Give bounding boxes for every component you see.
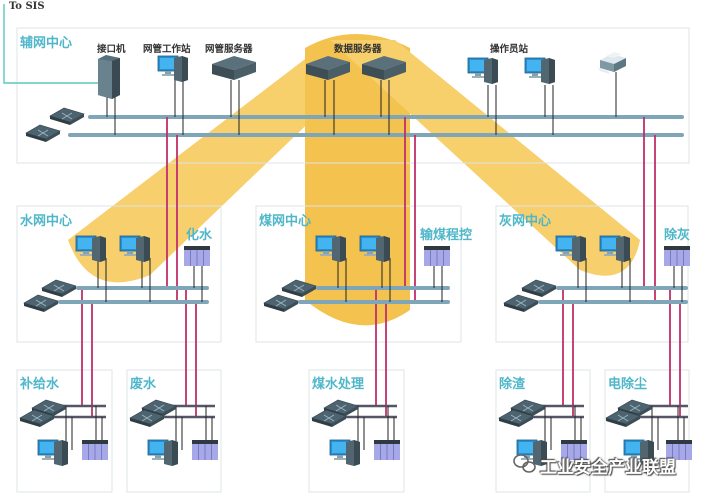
sis-link [3, 4, 98, 84]
ash-network [503, 235, 691, 313]
printer-icon [598, 52, 626, 74]
zone-label-coal: 煤网中心 [259, 214, 312, 229]
water-network [23, 235, 211, 313]
zone-box-makeup-water [16, 369, 113, 493]
waste-water-network [129, 399, 219, 467]
coal-conveyor-plc-icon [423, 245, 451, 267]
core-switch-1 [49, 107, 85, 126]
aux-network [25, 52, 684, 143]
core-switch-2 [25, 124, 61, 143]
watermark-text: 工业安全产业联盟 [540, 458, 676, 478]
to-sis-label: To SIS [9, 1, 45, 12]
ash-removal-plc-icon [663, 245, 691, 267]
zone-box-aux [16, 27, 690, 164]
operator-station-icon-2 [524, 57, 556, 85]
zone-box-water [16, 205, 222, 343]
makeup-water-network [19, 399, 109, 467]
label-operator-station: 操作员站 [490, 44, 529, 55]
zone-box-waste-water [126, 369, 222, 493]
nms-server-icon [212, 56, 256, 80]
chem-water-plc-icon [183, 245, 211, 267]
wechat-icon [513, 454, 536, 473]
label-nms-server: 网管服务器 [205, 44, 253, 55]
operator-station-icon-1 [467, 57, 499, 85]
interface-machine-icon [98, 55, 120, 99]
bottom-networks [19, 399, 693, 467]
zone-box-esp [604, 369, 690, 493]
highlight-cone-right [330, 40, 640, 276]
label-chem-water: 化水 [186, 228, 213, 243]
zone-label-makeup-water: 补给水 [20, 377, 60, 392]
nms-workstation-icon [157, 55, 189, 83]
zone-label-waste-water: 废水 [130, 377, 157, 392]
esp-network [605, 399, 693, 467]
coal-water-network [311, 399, 401, 467]
zone-box-coal-water [308, 369, 405, 493]
zone-box-coal [255, 205, 462, 343]
slag-network [498, 399, 588, 467]
label-nms-workstation: 网管工作站 [143, 44, 191, 55]
label-coal-conveyor: 输煤程控 [420, 228, 473, 243]
zone-label-ash: 灰网中心 [499, 214, 552, 229]
zone-label-coal-water: 煤水处理 [312, 377, 365, 392]
zone-boxes [16, 27, 690, 493]
label-data-server: 数据服务器 [334, 44, 382, 55]
zone-label-esp: 电除尘 [608, 377, 648, 392]
fiber-links [81, 117, 681, 417]
coal-network [263, 235, 451, 313]
label-ash-removal: 除灰 [664, 228, 691, 243]
zone-label-slag: 除渣 [499, 377, 526, 392]
label-interface-machine: 接口机 [97, 44, 126, 55]
zone-label-water: 水网中心 [20, 214, 73, 229]
zone-box-ash [495, 205, 689, 343]
zone-box-slag [495, 369, 591, 493]
zone-label-aux: 辅网中心 [20, 36, 73, 51]
